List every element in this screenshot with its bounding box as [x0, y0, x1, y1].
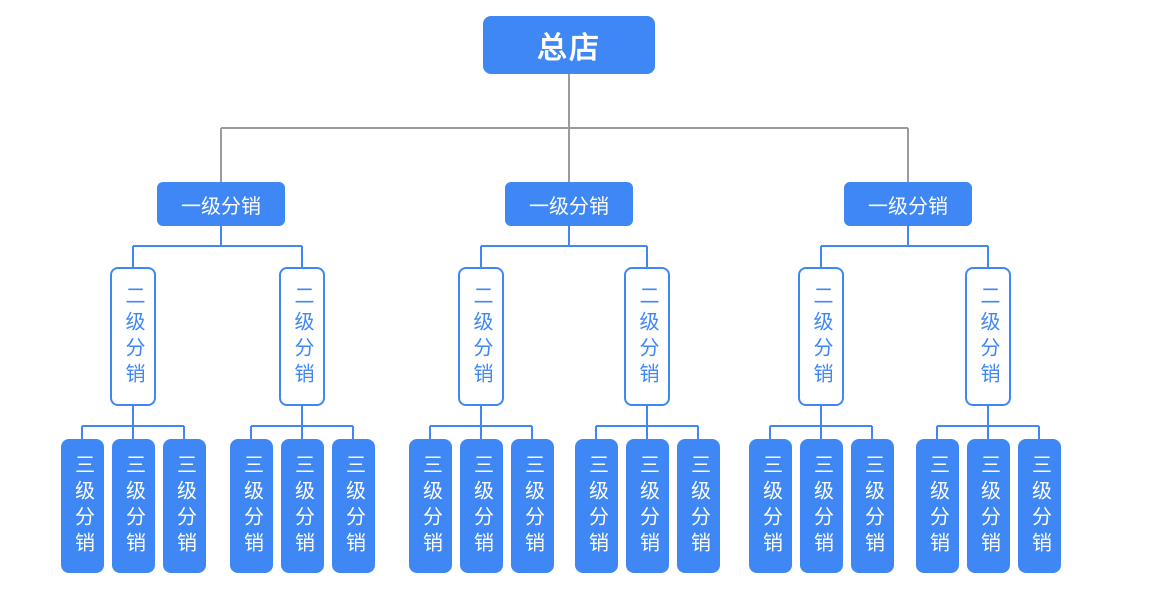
level3-node-4: 三级分销	[230, 439, 273, 573]
level3-node-1: 三级分销	[61, 439, 104, 573]
level3-node-6: 三级分销	[332, 439, 375, 573]
level2-node-label: 二级分销	[122, 284, 144, 389]
level3-node-10: 三级分销	[575, 439, 618, 573]
level3-node-label: 三级分销	[1028, 454, 1051, 558]
level3-node-label: 三级分销	[173, 454, 196, 558]
level2-node-label: 二级分销	[636, 284, 658, 389]
level3-node-5: 三级分销	[281, 439, 324, 573]
level3-node-label: 三级分销	[240, 454, 263, 558]
level3-node-label: 三级分销	[977, 454, 1000, 558]
level3-node-label: 三级分销	[759, 454, 782, 558]
level3-node-label: 三级分销	[122, 454, 145, 558]
level1-node-2: 一级分销	[505, 182, 633, 226]
level2-node-label: 二级分销	[470, 284, 492, 389]
level3-node-label: 三级分销	[521, 454, 544, 558]
level2-node-6: 二级分销	[965, 267, 1011, 406]
level2-node-4: 二级分销	[624, 267, 670, 406]
level3-node-label: 三级分销	[810, 454, 833, 558]
root-node: 总店	[483, 16, 655, 74]
level3-node-7: 三级分销	[409, 439, 452, 573]
level2-node-label: 二级分销	[977, 284, 999, 389]
level3-node-12: 三级分销	[677, 439, 720, 573]
level3-node-14: 三级分销	[800, 439, 843, 573]
level2-node-label: 二级分销	[291, 284, 313, 389]
level3-node-label: 三级分销	[71, 454, 94, 558]
level3-node-18: 三级分销	[1018, 439, 1061, 573]
level3-node-15: 三级分销	[851, 439, 894, 573]
gray-connector-root-to-level1	[220, 74, 909, 182]
level3-node-17: 三级分销	[967, 439, 1010, 573]
level3-node-11: 三级分销	[626, 439, 669, 573]
level3-node-label: 三级分销	[861, 454, 884, 558]
level3-node-16: 三级分销	[916, 439, 959, 573]
level3-node-label: 三级分销	[687, 454, 710, 558]
level3-node-2: 三级分销	[112, 439, 155, 573]
level3-node-label: 三级分销	[926, 454, 949, 558]
level1-node-3: 一级分销	[844, 182, 972, 226]
level3-node-label: 三级分销	[636, 454, 659, 558]
level3-node-label: 三级分销	[585, 454, 608, 558]
level3-node-label: 三级分销	[291, 454, 314, 558]
level1-node-1: 一级分销	[157, 182, 285, 226]
level3-node-label: 三级分销	[470, 454, 493, 558]
blue-connector-level2-to-level3	[81, 406, 1040, 439]
level3-node-label: 三级分销	[419, 454, 442, 558]
level3-node-3: 三级分销	[163, 439, 206, 573]
blue-connector-level1-to-level2	[132, 226, 989, 267]
level2-node-3: 二级分销	[458, 267, 504, 406]
level2-node-2: 二级分销	[279, 267, 325, 406]
level3-node-13: 三级分销	[749, 439, 792, 573]
level3-node-9: 三级分销	[511, 439, 554, 573]
level3-node-8: 三级分销	[460, 439, 503, 573]
level2-node-5: 二级分销	[798, 267, 844, 406]
level2-node-1: 二级分销	[110, 267, 156, 406]
level2-node-label: 二级分销	[810, 284, 832, 389]
level3-node-label: 三级分销	[342, 454, 365, 558]
